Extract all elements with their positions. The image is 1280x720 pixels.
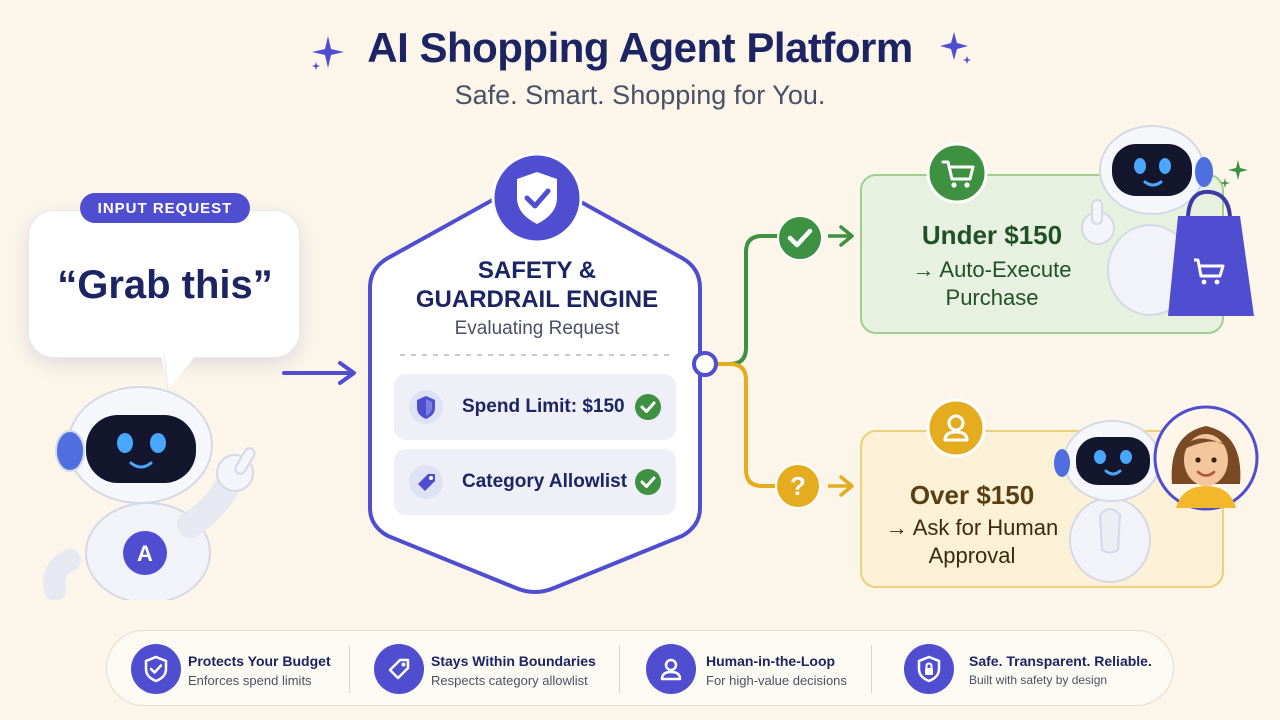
rule-label: Spend Limit: $150 <box>462 396 625 417</box>
divider <box>871 645 872 693</box>
flow-arrow <box>282 361 356 385</box>
feature-subtitle: Enforces spend limits <box>188 673 312 688</box>
lock-shield-icon <box>904 644 954 694</box>
feature-title: Stays Within Boundaries <box>431 653 596 669</box>
svg-text:?: ? <box>790 471 806 501</box>
outcome-action: → Ask for Human Approval <box>862 514 1082 570</box>
speech-bubble: “Grab this” <box>28 210 300 358</box>
robot-waiting-illustration <box>1054 420 1161 583</box>
feature-subtitle: Built with safety by design <box>969 673 1108 687</box>
feature-safe-transparent: Safe. Transparent. Reliable. Built with … <box>874 631 1174 707</box>
feature-boundaries: Stays Within Boundaries Respects categor… <box>352 631 620 707</box>
robot-shopping-illustration <box>1081 125 1254 316</box>
feature-subtitle: For high-value decisions <box>706 673 847 688</box>
input-request-badge: INPUT REQUEST <box>80 193 250 223</box>
person-icon <box>646 644 696 694</box>
page-subtitle: Safe. Smart. Shopping for You. <box>454 80 826 110</box>
speech-bubble-tail <box>160 350 200 391</box>
cart-icon <box>926 142 988 204</box>
check-icon <box>635 469 661 495</box>
human-reviewer-avatar <box>1153 405 1259 511</box>
request-quote: “Grab this” <box>57 263 273 307</box>
check-icon[interactable] <box>776 214 824 262</box>
engine-title: SAFETY & GUARDRAIL ENGINE <box>370 256 704 314</box>
lock-shield-glyph <box>917 655 941 683</box>
engine-status: Evaluating Request <box>454 318 620 339</box>
robot-badge-letter: A <box>137 541 153 566</box>
feature-title: Safe. Transparent. Reliable. <box>969 653 1152 669</box>
feature-protects-budget: Protects Your Budget Enforces spend limi… <box>107 631 352 707</box>
question-icon[interactable]: ? <box>774 462 822 510</box>
outcome-line1: → Auto-Execute <box>912 257 1072 282</box>
engine-title-line1: SAFETY & <box>477 257 597 284</box>
tag-glyph <box>388 658 410 680</box>
divider <box>619 645 620 693</box>
sparkle-icon <box>940 32 971 64</box>
feature-human-loop: Human-in-the-Loop For high-value decisio… <box>622 631 872 707</box>
feature-subtitle: Respects category allowlist <box>431 673 588 688</box>
tag-icon <box>409 465 443 499</box>
shield-icon <box>409 390 443 424</box>
divider <box>349 645 350 693</box>
person-icon <box>926 398 986 458</box>
decision-branches <box>706 225 854 497</box>
rule-category-allowlist: Category Allowlist <box>394 449 676 515</box>
outcome-line2: Purchase <box>945 285 1039 310</box>
decision-node <box>692 351 718 377</box>
feature-title: Human-in-the-Loop <box>706 653 836 669</box>
page-title: AI Shopping Agent Platform <box>367 24 913 71</box>
outcome-line2: Approval <box>928 543 1016 568</box>
person-glyph <box>660 658 682 681</box>
rule-spend-limit: Spend Limit: $150 <box>394 374 676 440</box>
outcome-title: Under $150 <box>921 220 1063 250</box>
sparkle-icon <box>312 36 344 70</box>
feature-title: Protects Your Budget <box>188 653 331 669</box>
outcome-action: → Auto-Execute Purchase <box>862 256 1122 312</box>
shield-check-icon <box>131 644 181 694</box>
engine-title-line2: GUARDRAIL ENGINE <box>415 286 659 313</box>
outcome-title: Over $150 <box>909 480 1035 510</box>
tag-icon <box>374 644 424 694</box>
rule-label: Category Allowlist <box>462 471 628 492</box>
robot-assistant-illustration: A <box>43 386 256 600</box>
check-icon <box>635 394 661 420</box>
shield-check-glyph <box>144 655 168 683</box>
outcome-line1: → Ask for Human <box>885 515 1059 540</box>
shield-icon <box>491 152 583 244</box>
feature-bar: Protects Your Budget Enforces spend limi… <box>106 630 1174 706</box>
